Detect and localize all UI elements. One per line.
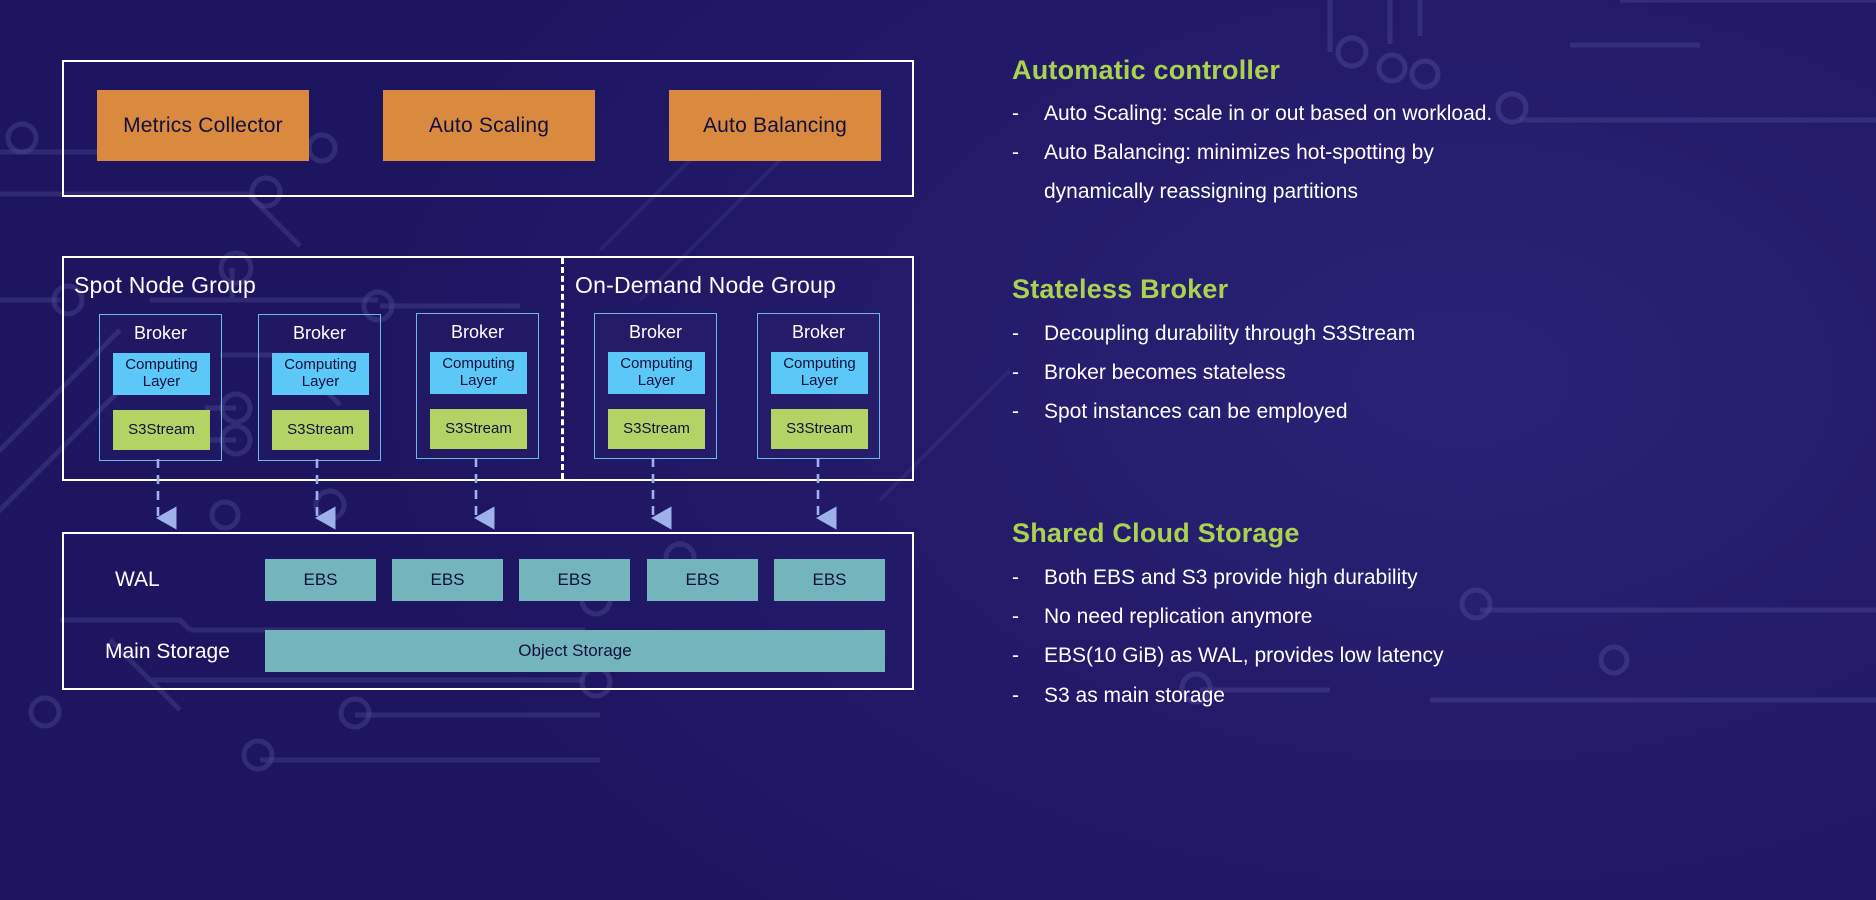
ebs-box-3[interactable]: EBS xyxy=(519,559,630,601)
bullet-marker: - xyxy=(1012,141,1019,164)
broker-card-2[interactable]: Broker Computing Layer S3Stream xyxy=(258,314,381,461)
controller-box-metrics-collector[interactable]: Metrics Collector xyxy=(97,90,309,161)
computing-layer-chip[interactable]: Computing Layer xyxy=(272,353,369,395)
bullet-text: Broker becomes stateless xyxy=(1044,361,1286,384)
s3stream-chip[interactable]: S3Stream xyxy=(771,409,868,449)
ebs-box-4[interactable]: EBS xyxy=(647,559,758,601)
controller-panel: Metrics Collector Auto Scaling Auto Bala… xyxy=(62,60,914,197)
bullet-marker: - xyxy=(1012,361,1019,384)
node-group-panel: Broker Computing Layer S3Stream Broker C… xyxy=(62,256,914,481)
broker-title: Broker xyxy=(292,323,346,343)
description-column: Automatic controller - Auto Scaling: sca… xyxy=(1012,0,1876,900)
architecture-diagram: Metrics Collector Auto Scaling Auto Bala… xyxy=(62,60,914,690)
ondemand-node-group-label: On-Demand Node Group xyxy=(575,272,836,298)
bullet-text: Spot instances can be employed xyxy=(1044,400,1348,423)
computing-layer-chip[interactable]: Computing Layer xyxy=(113,353,210,395)
controller-box-auto-scaling[interactable]: Auto Scaling xyxy=(383,90,595,161)
bullet-marker: - xyxy=(1012,605,1019,628)
computing-layer-chip[interactable]: Computing Layer xyxy=(608,352,705,394)
section-heading-automatic-controller: Automatic controller xyxy=(1012,55,1281,85)
bullet-text: Decoupling durability through S3Stream xyxy=(1044,322,1416,345)
broker-card-1[interactable]: Broker Computing Layer S3Stream xyxy=(99,314,222,461)
spot-node-group-label: Spot Node Group xyxy=(74,272,257,298)
bullet-text: S3 as main storage xyxy=(1044,684,1225,707)
bullet-marker: - xyxy=(1012,566,1019,589)
shared-storage-panel xyxy=(62,532,914,690)
main-storage-label: Main Storage xyxy=(105,640,230,663)
broker-title: Broker xyxy=(450,322,504,342)
controller-box-auto-balancing[interactable]: Auto Balancing xyxy=(669,90,881,161)
ebs-box-1[interactable]: EBS xyxy=(265,559,376,601)
bullet-marker: - xyxy=(1012,102,1019,125)
computing-layer-chip[interactable]: Computing Layer xyxy=(771,352,868,394)
ebs-box-2[interactable]: EBS xyxy=(392,559,503,601)
bullet-text: EBS(10 GiB) as WAL, provides low latency xyxy=(1044,644,1444,667)
computing-layer-chip[interactable]: Computing Layer xyxy=(430,352,527,394)
s3stream-chip[interactable]: S3Stream xyxy=(272,410,369,450)
s3stream-chip[interactable]: S3Stream xyxy=(430,409,527,449)
broker-card-3[interactable]: Broker Computing Layer S3Stream xyxy=(416,313,539,459)
bullet-marker: - xyxy=(1012,400,1019,423)
bullet-text: Auto Scaling: scale in or out based on w… xyxy=(1044,102,1493,125)
node-group-divider xyxy=(561,258,564,479)
bullet-marker: - xyxy=(1012,322,1019,345)
s3stream-chip[interactable]: S3Stream xyxy=(608,409,705,449)
bullet-text: No need replication anymore xyxy=(1044,605,1313,628)
broker-card-4[interactable]: Broker Computing Layer S3Stream xyxy=(594,313,717,459)
broker-title: Broker xyxy=(791,322,845,342)
wal-label: WAL xyxy=(115,568,160,591)
broker-card-5[interactable]: Broker Computing Layer S3Stream xyxy=(757,313,880,459)
object-storage-box[interactable]: Object Storage xyxy=(265,630,885,672)
section-heading-stateless-broker: Stateless Broker xyxy=(1012,274,1229,304)
s3stream-chip[interactable]: S3Stream xyxy=(113,410,210,450)
bullet-text: Both EBS and S3 provide high durability xyxy=(1044,566,1418,589)
bullet-auto-balancing-continuation: dynamically reassigning partitions xyxy=(1044,180,1358,203)
ebs-box-5[interactable]: EBS xyxy=(774,559,885,601)
broker-title: Broker xyxy=(133,323,187,343)
section-heading-shared-cloud-storage: Shared Cloud Storage xyxy=(1012,518,1300,548)
broker-title: Broker xyxy=(628,322,682,342)
bullet-text: Auto Balancing: minimizes hot-spotting b… xyxy=(1044,141,1434,164)
bullet-marker: - xyxy=(1012,644,1019,667)
bullet-marker: - xyxy=(1012,684,1019,707)
